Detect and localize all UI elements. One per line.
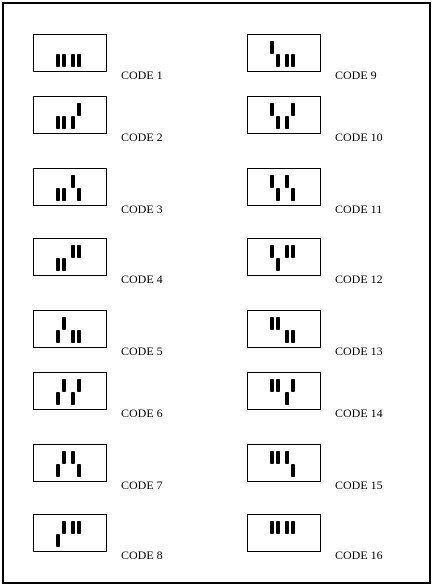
code-pattern-box [33,444,107,482]
code-pattern-box [247,96,321,134]
bar-down [56,464,60,477]
bar-up [77,379,81,392]
bar-up [270,175,274,188]
bar-up [285,175,289,188]
bar-up [276,317,280,330]
code-label: CODE 10 [335,130,383,144]
bar-up [71,245,75,258]
bar-down [77,464,81,477]
bar-up [71,451,75,464]
bar-up [270,379,274,392]
bar-down [56,534,60,547]
code-pattern-box [33,238,107,276]
bar-up [276,521,280,534]
bar-down [276,54,280,67]
bar-down [291,54,295,67]
bar-up [71,521,75,534]
code-label: CODE 1 [121,68,163,82]
code-label: CODE 6 [121,406,163,420]
bar-down [77,330,81,343]
bar-up [71,175,75,188]
code-label: CODE 7 [121,478,163,492]
bar-up [77,521,81,534]
bar-down [56,116,60,129]
bar-down [285,330,289,343]
bar-down [276,258,280,271]
code-label: CODE 8 [121,548,163,562]
code-pattern-box [33,168,107,206]
bar-up [270,521,274,534]
bar-up [285,245,289,258]
bar-up [62,451,66,464]
bar-up [62,379,66,392]
code-label: CODE 3 [121,202,163,216]
code-pattern-box [247,168,321,206]
bar-up [270,41,274,54]
code-label: CODE 9 [335,68,377,82]
bar-down [56,258,60,271]
bar-down [276,116,280,129]
bar-up [270,451,274,464]
bar-up [291,521,295,534]
bar-down [71,54,75,67]
bar-down [285,116,289,129]
bar-down [77,188,81,201]
code-label: CODE 16 [335,548,383,562]
bar-up [291,379,295,392]
bar-down [56,392,60,405]
bar-up [285,521,289,534]
bar-down [291,464,295,477]
code-pattern-box [33,372,107,410]
code-label: CODE 4 [121,272,163,286]
bar-up [77,245,81,258]
bar-up [62,521,66,534]
bar-down [62,258,66,271]
bar-down [56,188,60,201]
code-pattern-box [33,514,107,552]
bar-down [62,188,66,201]
code-label: CODE 14 [335,406,383,420]
code-pattern-box [247,444,321,482]
code-pattern-box [247,238,321,276]
bar-down [71,392,75,405]
code-label: CODE 5 [121,344,163,358]
bar-down [71,330,75,343]
bar-up [291,245,295,258]
bar-up [291,103,295,116]
bar-down [56,54,60,67]
code-label: CODE 15 [335,478,383,492]
bar-down [285,392,289,405]
code-label: CODE 2 [121,130,163,144]
bar-up [285,451,289,464]
bar-up [270,103,274,116]
bar-down [77,54,81,67]
bar-down [276,188,280,201]
code-pattern-box [33,96,107,134]
code-pattern-box [247,372,321,410]
bar-down [291,330,295,343]
code-pattern-box [247,310,321,348]
bar-down [291,188,295,201]
bar-down [285,54,289,67]
bar-up [270,317,274,330]
bar-up [276,451,280,464]
code-chart-frame: CODE 1 CODE 2 CODE 3 CODE 4 CODE 5 CODE 6 CODE… [2,2,431,584]
code-label: CODE 12 [335,272,383,286]
bar-up [62,317,66,330]
bar-down [71,116,75,129]
code-label: CODE 13 [335,344,383,358]
code-pattern-box [247,34,321,72]
bar-down [62,54,66,67]
code-pattern-box [33,310,107,348]
bar-up [276,379,280,392]
bar-up [270,245,274,258]
bar-up [77,103,81,116]
code-pattern-box [33,34,107,72]
code-label: CODE 11 [335,202,383,216]
code-pattern-box [247,514,321,552]
bar-down [56,330,60,343]
bar-down [62,116,66,129]
